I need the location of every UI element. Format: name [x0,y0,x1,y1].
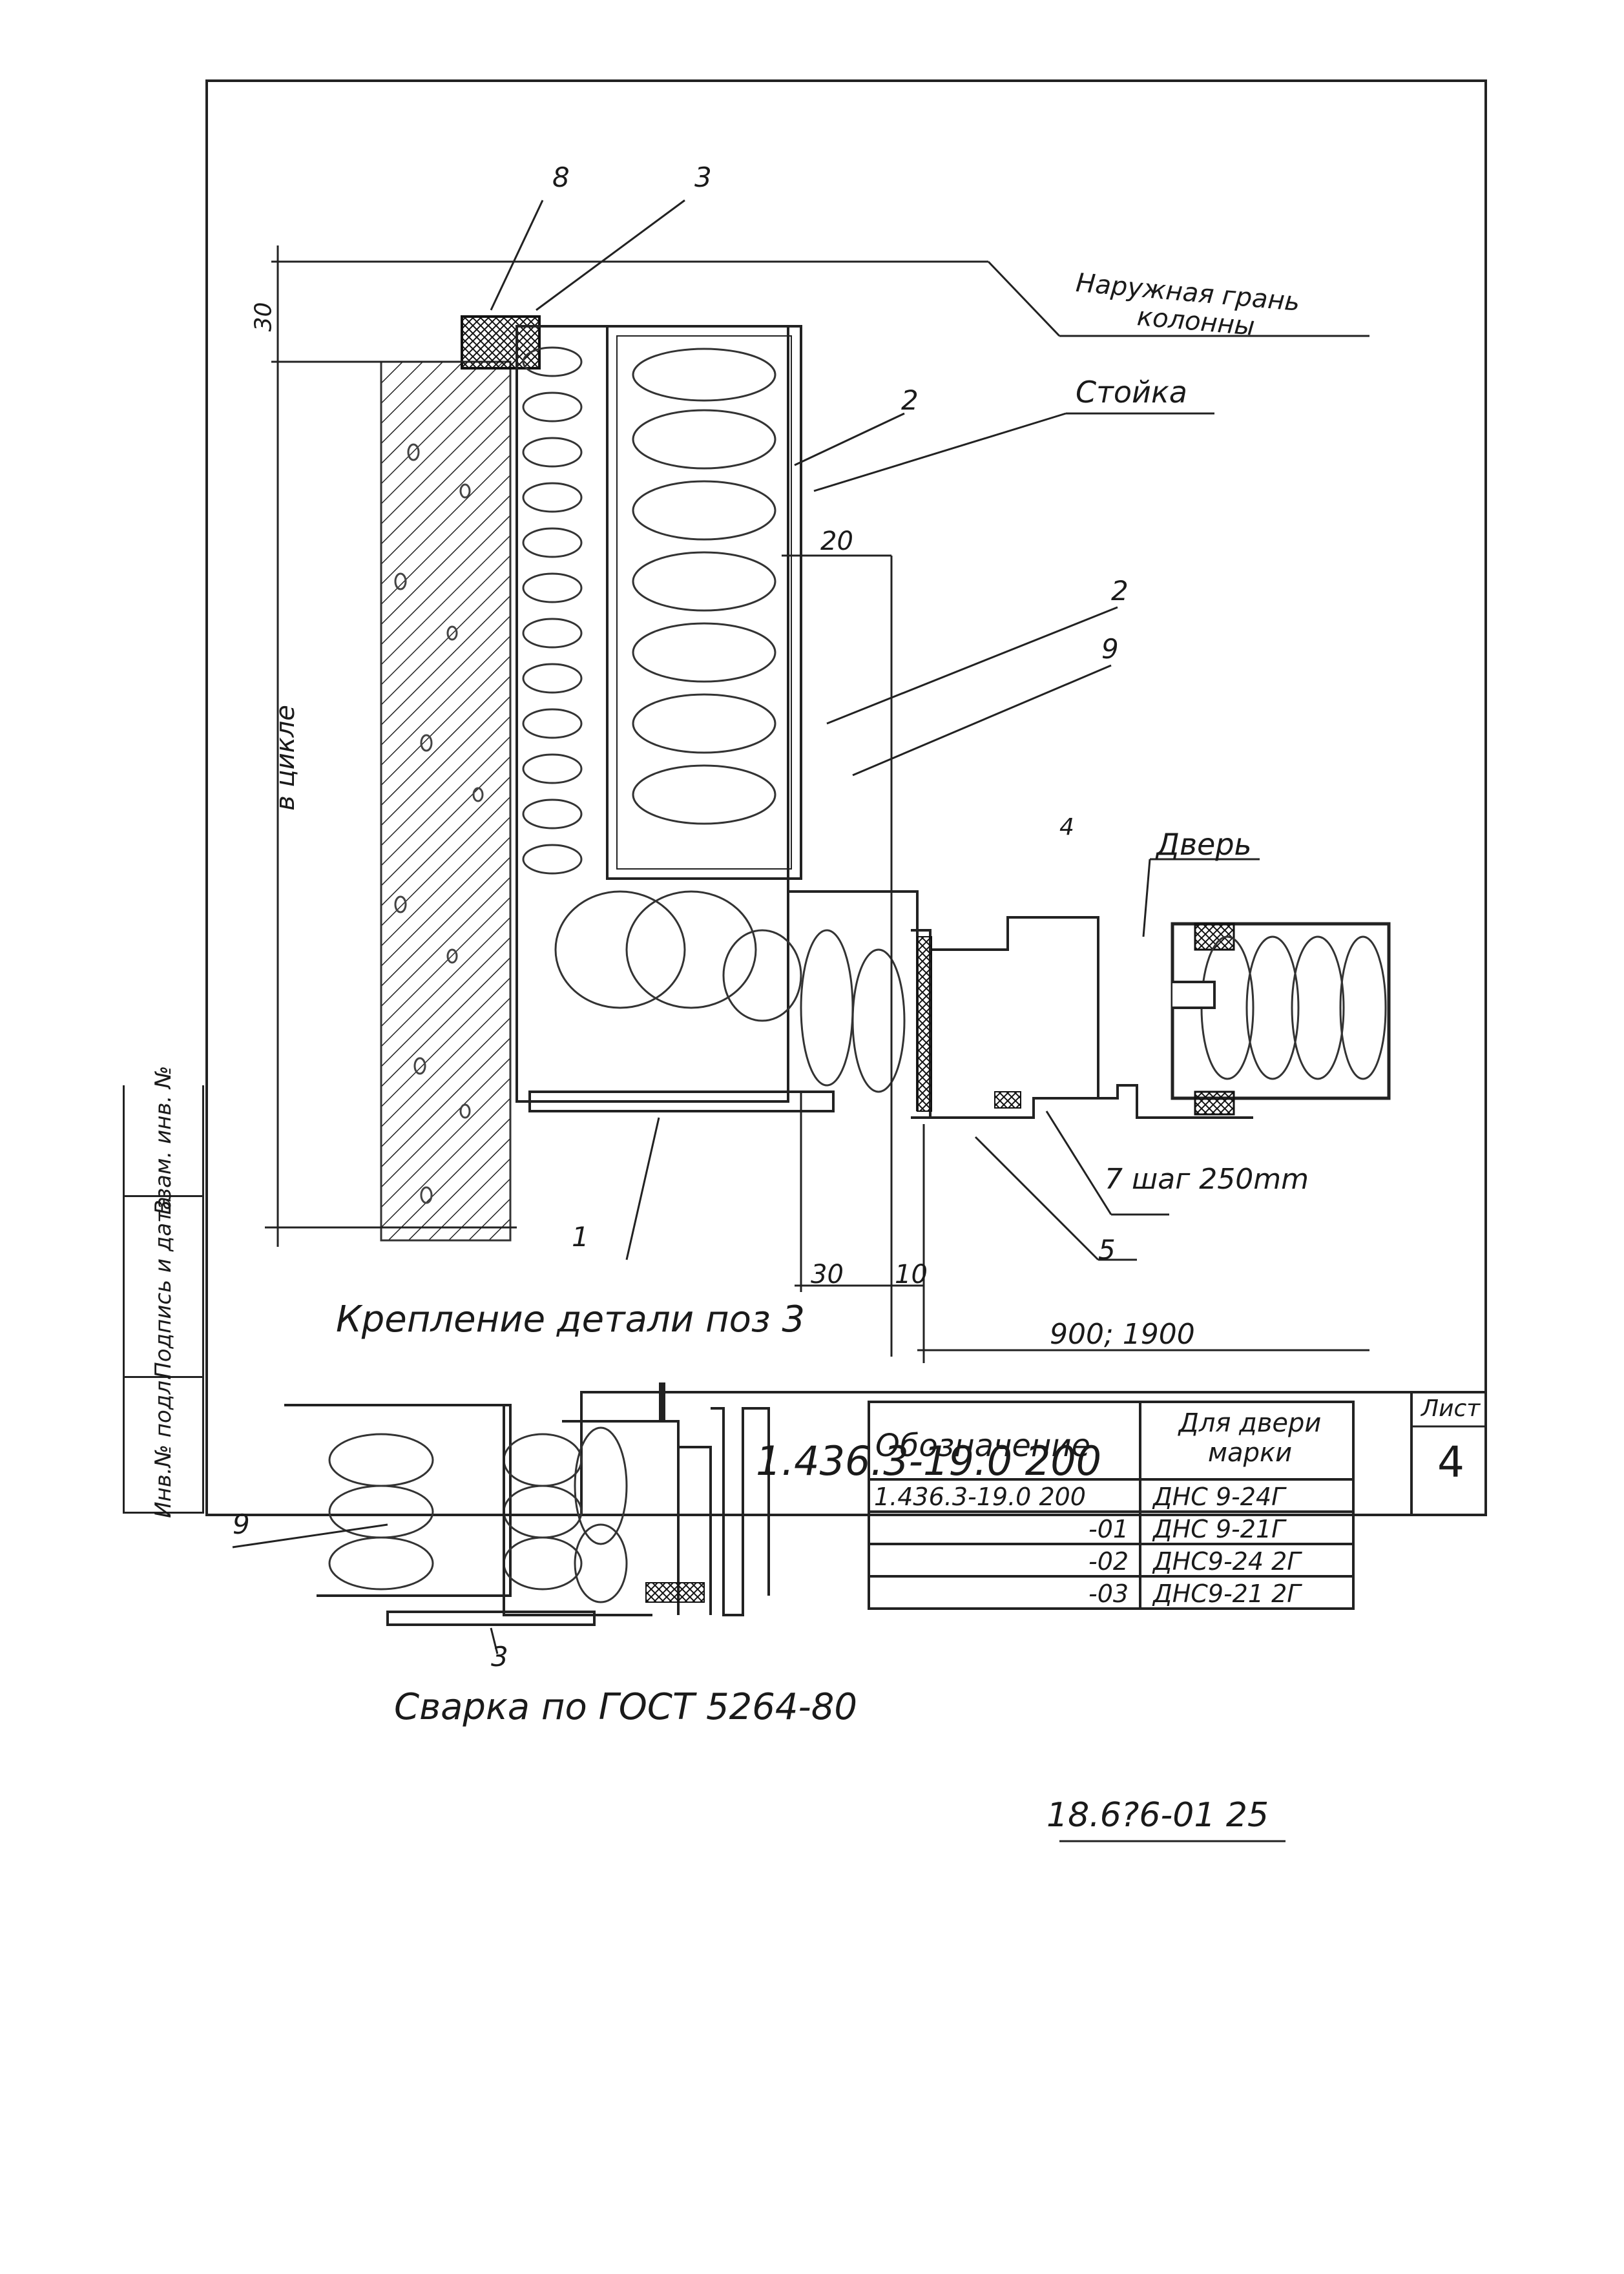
stamp-cell-replaced: Взам. инв. № [125,1066,202,1215]
stamp-replaced-label: Взам. инв. № [151,1065,176,1215]
table-row-1-mark: ДНС 9-21Г [1153,1515,1286,1543]
table-header-door: Для двери марки [1178,1408,1322,1468]
document-code: 1.436.3-19.0 200 [756,1437,1102,1485]
dim-30-top: 30 [250,302,277,332]
table-row-2-mark: ДНС9-24 2Г [1153,1547,1301,1576]
title-block [580,1391,1487,1516]
in-light-label: в цикле [270,705,300,811]
dimension-lines [265,199,1369,1363]
mark-5: 5 [1098,1234,1116,1266]
stamp-signature-label: Подпись и дата [151,1196,176,1379]
welding-caption: Сварка по ГОСТ 5264-80 [394,1686,857,1728]
mark-3: 3 [694,162,712,193]
footer-code: 18.6?6-01 25 [1046,1796,1269,1835]
table-row-3-code: -03 [1088,1580,1129,1608]
mark-9: 9 [1101,633,1119,665]
stamp-cell-inv: Инв.№ подл. [125,1373,202,1518]
table-row-1-code: -01 [1088,1515,1129,1543]
dim-10: 10 [895,1260,928,1289]
sheet-label: Лист [1421,1395,1481,1422]
door-label: Дверь [1156,827,1252,862]
mark-9-detail: 9 [233,1508,250,1540]
dim-20: 20 [820,527,853,556]
designation-table-grid [868,1401,1355,1610]
table-row-0-code: 1.436.3-19.0 200 [874,1483,1086,1511]
lower-profile [528,1090,835,1112]
stamp-inv-label: Инв.№ подл. [151,1373,176,1518]
door-leaf [1171,922,1391,1116]
post-label: Стойка [1076,375,1187,410]
dim-span: 900; 1900 [1050,1318,1195,1351]
mark-1: 1 [572,1221,589,1253]
seal-top [461,315,541,370]
mark-8: 8 [552,162,570,193]
column-section [380,360,512,1242]
dim-30-bottom: 30 [811,1260,844,1289]
table-row-2-code: -02 [1088,1547,1129,1576]
table-row-0-mark: ДНС 9-24Г [1153,1483,1286,1511]
mark-4: 4 [1059,814,1074,840]
insulation-outer [515,325,789,1103]
fastening-detail [232,1382,770,1654]
table-header-designation: Обозначение [875,1428,1091,1464]
post-profile [606,325,802,880]
stamp-cell-signature: Подпись и дата [125,1195,202,1379]
mark-2-mid: 2 [1111,575,1129,607]
pitch-label: 7 шаг 250mm [1105,1163,1309,1196]
stamp-column: Инв.№ подл. Подпись и дата Взам. инв. № [123,1066,204,1518]
mark-3-detail: 3 [491,1641,508,1673]
designation-table: Обозначение Для двери марки 1.436.3-19.0… [869,1402,1353,1609]
sheet-number: 4 [1437,1437,1464,1487]
table-row-3-mark: ДНС9-21 2Г [1153,1580,1301,1608]
mark-2-top: 2 [901,384,919,416]
fastening-caption: Крепление детали поз 3 [336,1299,806,1340]
